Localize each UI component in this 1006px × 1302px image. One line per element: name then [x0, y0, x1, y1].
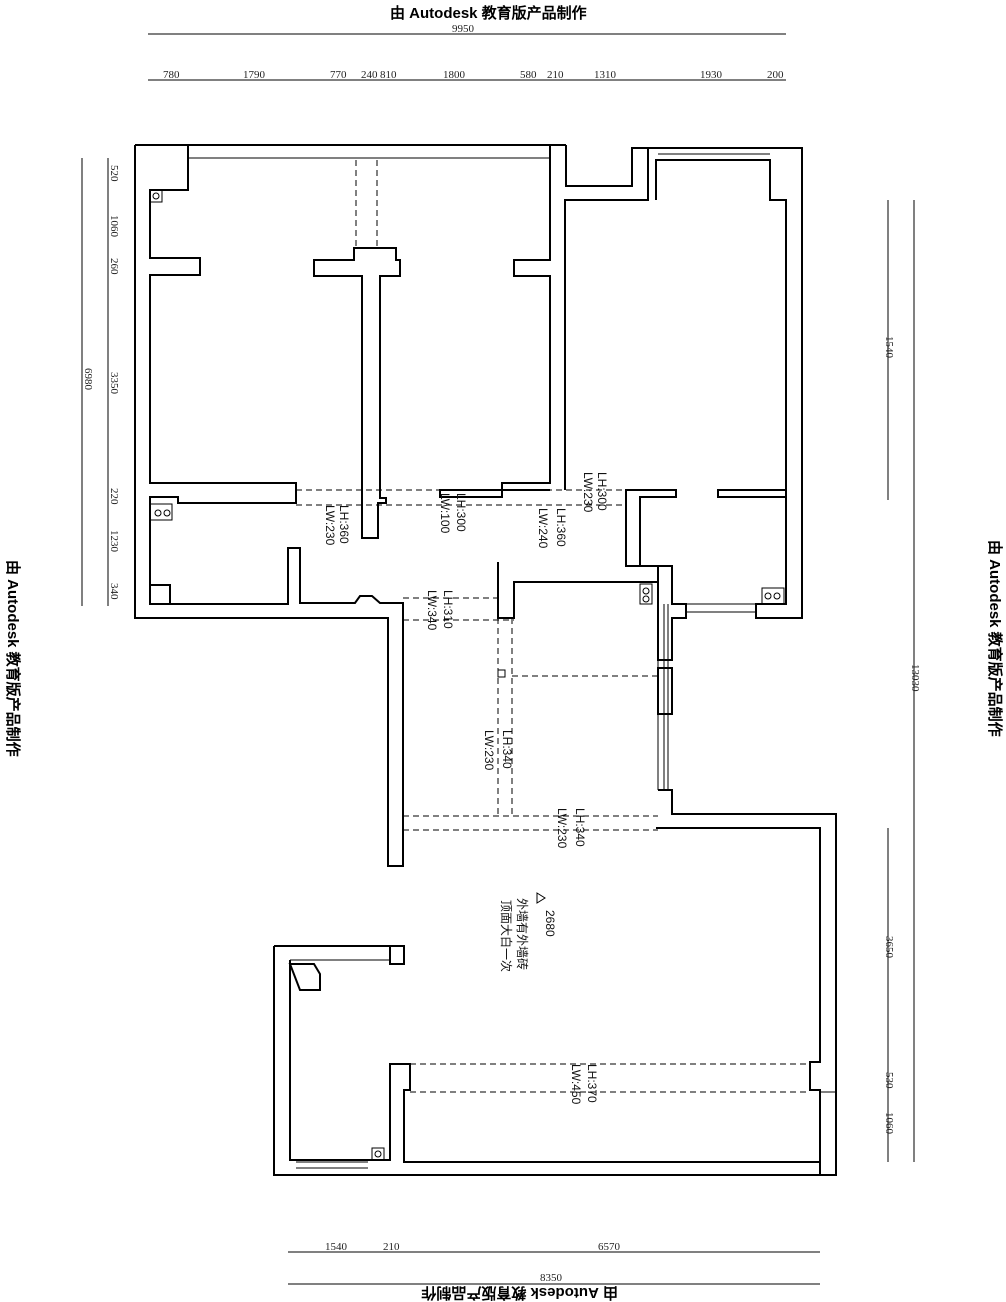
pipe-icon	[163, 509, 171, 517]
pipe-icon	[149, 189, 163, 203]
beam-label-width: LW:240	[536, 508, 550, 549]
pipe-icon	[374, 1150, 382, 1158]
pipe-markers	[149, 189, 785, 1161]
beam-label-height: LH:360	[554, 508, 568, 547]
dim-left-seg: 260	[108, 258, 120, 275]
beam-label-height: LH:340	[573, 808, 587, 847]
beam-label-height: LH:310	[441, 590, 455, 629]
dim-right-middle: 13030	[909, 664, 921, 692]
dim-top-seg: 1310	[594, 69, 617, 81]
dim-top-seg: 770	[330, 69, 347, 81]
beam-label-width: LW:340	[425, 590, 439, 631]
pipe-icon	[154, 509, 162, 517]
pipe-icon	[371, 1147, 385, 1161]
watermark-bottom: 由 Autodesk 教育版产品制作	[421, 1284, 618, 1302]
dim-top-seg: 200	[767, 69, 784, 81]
beam-label-width: LW:230	[482, 730, 496, 771]
left-dimensions: 6980 520 1060 260 3350 220 1230 340	[81, 158, 120, 606]
dim-top-seg: 780	[163, 69, 180, 81]
dim-top-seg: 810	[380, 69, 397, 81]
pipe-icon	[642, 595, 650, 603]
pipe-icon	[761, 587, 785, 605]
watermark-top: 由 Autodesk 教育版产品制作	[390, 4, 587, 22]
dim-top-seg: 1800	[443, 69, 466, 81]
pipe-icon	[642, 587, 650, 595]
bottom-dimensions: 1540 210 6570 8350	[288, 1241, 820, 1285]
dim-right-lower: 3650	[883, 936, 895, 959]
pipe-icon	[639, 583, 653, 605]
pipe-icon	[497, 669, 506, 678]
beam-labels: LH:300 LW:230 LH:360 LW:230 LH:300 LW:10…	[323, 472, 609, 1105]
dim-right-lower: 530	[883, 1072, 895, 1089]
dim-left-seg: 1060	[108, 215, 120, 238]
watermark-right: 由 Autodesk 教育版产品制作	[986, 540, 1004, 737]
dim-bottom-seg: 1540	[325, 1241, 348, 1253]
pipe-icon	[149, 503, 173, 521]
pipe-icon	[764, 592, 772, 600]
ceiling-note-line2: 顶面大白一次	[499, 900, 514, 972]
level-marker-icon	[536, 892, 546, 904]
dim-right-upper: 1540	[883, 336, 895, 359]
beam-label-height: LH:300	[595, 472, 609, 511]
beam-label-height: LH:370	[585, 1064, 599, 1103]
dim-top-seg: 240	[361, 69, 378, 81]
ceiling-note-line1: 外墙有外墙砖	[515, 898, 530, 970]
beam-label-height: LH:300	[454, 493, 468, 532]
dim-top-seg: 1790	[243, 69, 266, 81]
dim-bottom-seg: 210	[383, 1241, 400, 1253]
dim-left-seg: 340	[108, 583, 120, 600]
dim-right-lower: 1060	[883, 1112, 895, 1135]
right-dimensions: 1540 13030 3650 530 1060	[883, 200, 921, 1162]
dim-top-seg: 1930	[700, 69, 723, 81]
beam-label-height: LH:340	[500, 730, 514, 769]
beam-dashed-lines	[296, 160, 810, 1093]
beam-label-width: LW:230	[581, 472, 595, 513]
dim-bottom-total: 8350	[540, 1272, 563, 1284]
watermark-left: 由 Autodesk 教育版产品制作	[4, 560, 22, 757]
ceiling-height: 2680	[543, 910, 557, 937]
dim-top-total: 9950	[452, 23, 475, 35]
pipe-icon	[773, 592, 781, 600]
beam-label-height: LH:360	[337, 505, 351, 544]
dim-top-seg: 580	[520, 69, 537, 81]
dim-left-seg: 520	[108, 165, 120, 182]
dim-bottom-seg: 6570	[598, 1241, 621, 1253]
dim-left-seg: 3350	[108, 372, 120, 395]
dim-left-total: 6980	[82, 368, 94, 391]
beam-label-width: LW:230	[555, 808, 569, 849]
beam-label-width: LW:100	[438, 493, 452, 534]
dim-left-seg: 220	[108, 488, 120, 505]
beam-label-width: LW:450	[569, 1064, 583, 1105]
dim-left-seg: 1230	[108, 530, 120, 553]
dim-top-seg: 210	[547, 69, 564, 81]
ceiling-note: 2680 外墙有外墙砖 顶面大白一次	[499, 892, 557, 972]
top-dimensions: 9950 780 1790 770 240 810 1800 580 210 1…	[148, 23, 786, 81]
pipe-icon	[152, 192, 160, 200]
beam-label-width: LW:230	[323, 505, 337, 546]
walls	[134, 144, 837, 1176]
